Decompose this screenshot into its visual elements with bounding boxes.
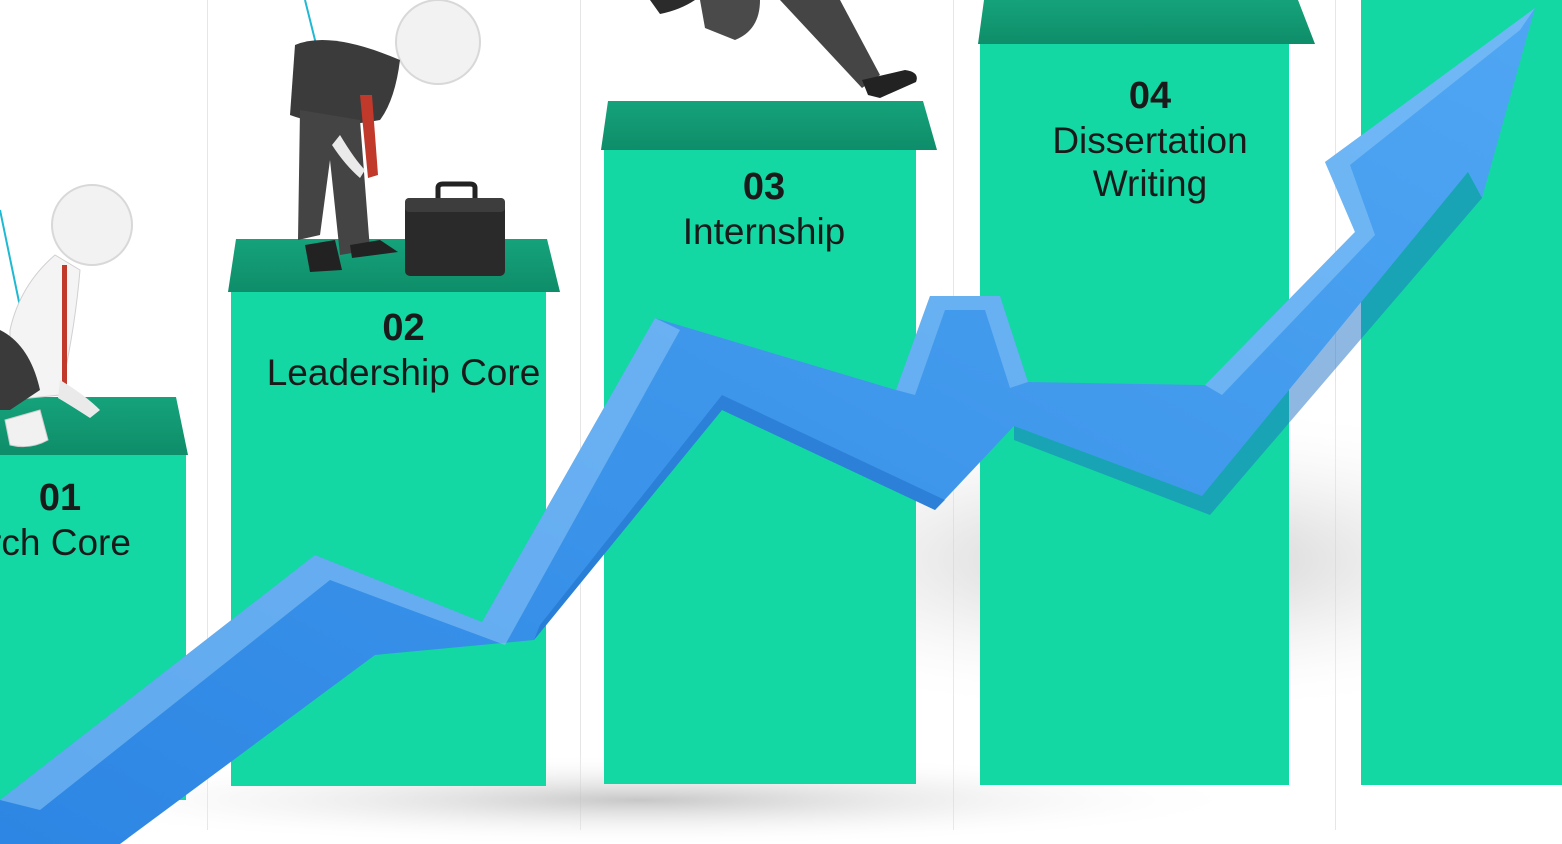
- businessman-jumping-icon: [650, 0, 917, 98]
- businessman-tired-icon: [290, 0, 481, 272]
- stage-name: Leadership Core: [266, 351, 541, 393]
- column-divider: [580, 0, 581, 830]
- stage-number: 04: [1128, 75, 1172, 117]
- stage-1-label: 01 rch Core: [0, 476, 180, 564]
- stage-number: 02: [382, 307, 425, 349]
- businessman-crouching-icon: [0, 184, 133, 448]
- stage-number: 03: [742, 166, 786, 208]
- stage-number: 01: [38, 477, 82, 519]
- briefcase-icon: [405, 181, 505, 276]
- growth-arrow-icon: [0, 8, 1535, 844]
- stage-4-label: 04 Dissertation Writing: [980, 74, 1320, 206]
- stage-name-line-1: Dissertation: [1052, 119, 1248, 161]
- stage-3-label: 03 Internship: [604, 165, 924, 253]
- stage-2-label: 02 Leadership Core: [231, 306, 576, 394]
- stage-name: Internship: [682, 210, 846, 252]
- column-divider: [207, 0, 208, 830]
- stage-name: rch Core: [0, 521, 131, 563]
- stage-name-line-2: Writing: [1092, 163, 1208, 205]
